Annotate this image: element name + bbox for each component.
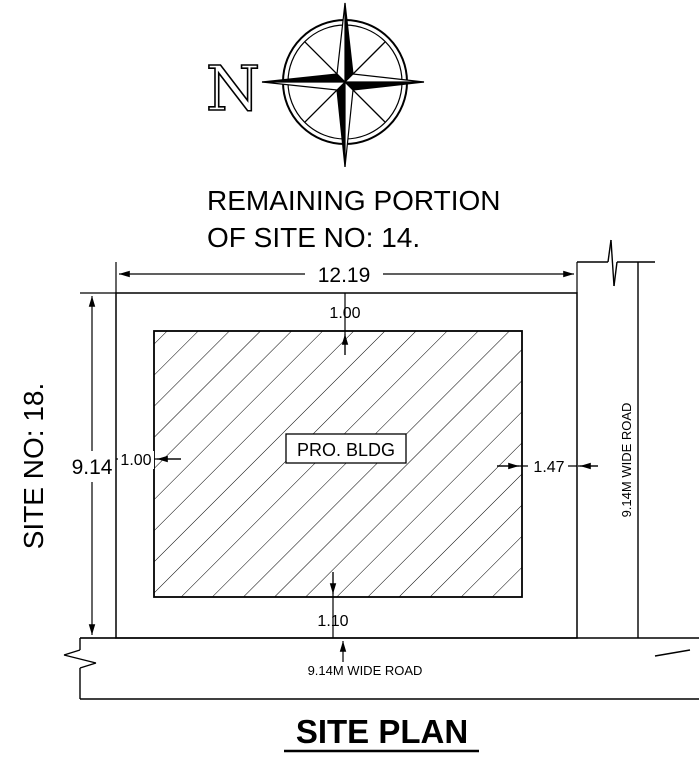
- building-label-box: [285, 433, 407, 464]
- site-width-dimension: [115, 262, 578, 293]
- site-width-value: 12.19: [318, 264, 371, 287]
- right-road-label: 9.14M WIDE ROAD: [619, 403, 634, 518]
- compass-star-icon: [261, 2, 425, 168]
- bottom-road-label: 9.14M WIDE ROAD: [308, 663, 423, 678]
- north-letter: N: [206, 52, 260, 125]
- bottom-road-edges: [63, 637, 699, 700]
- building-label: PRO. BLDG: [297, 440, 395, 460]
- setback-south-value: 1.10: [317, 613, 348, 630]
- setback-north-value: 1.00: [329, 305, 360, 322]
- remaining-portion-label-line1: REMAINING PORTION: [207, 185, 501, 216]
- setback-west-value: 1.00: [120, 452, 151, 469]
- setback-east-value: 1.47: [533, 459, 564, 476]
- drawing-title: SITE PLAN: [296, 713, 468, 750]
- right-road-edges: [577, 239, 699, 657]
- site-depth-value: 9.14: [72, 456, 113, 479]
- site-no-18-label: SITE NO: 18.: [18, 383, 49, 550]
- remaining-portion-label-line2: OF SITE NO: 14.: [207, 222, 420, 253]
- building-hatch: [153, 330, 523, 598]
- north-compass: N: [205, 2, 425, 168]
